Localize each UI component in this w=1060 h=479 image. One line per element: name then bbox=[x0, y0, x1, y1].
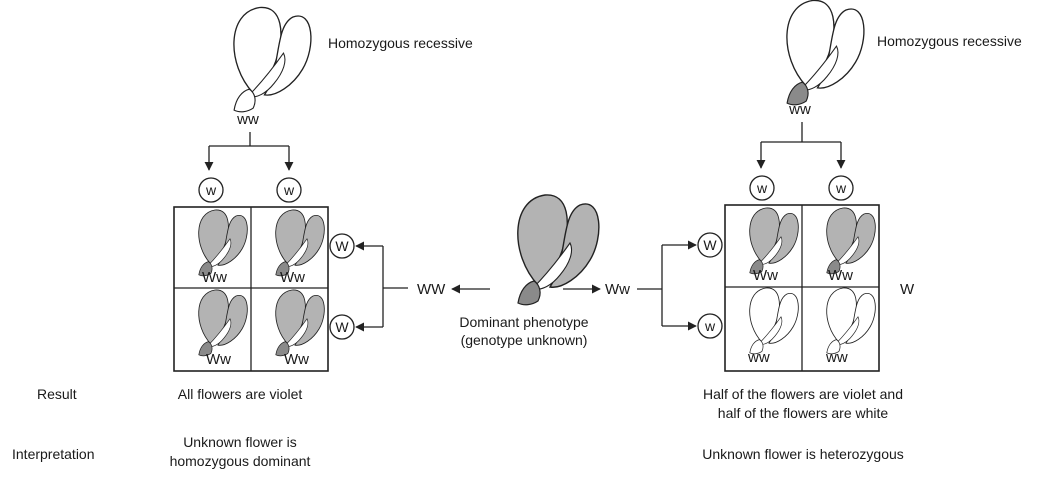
result-row: Result All flowers are violet Half of th… bbox=[37, 386, 903, 421]
phenotype-line-2: (genotype unknown) bbox=[461, 332, 588, 348]
right-cell-genotype-2: Ww bbox=[828, 267, 853, 284]
phenotype-line-1: Dominant phenotype bbox=[459, 314, 588, 330]
interpretation-row-label: Interpretation bbox=[12, 446, 95, 462]
right-cell-flower-1 bbox=[749, 207, 799, 275]
left-cell-flower-2 bbox=[275, 209, 325, 277]
left-cross: Homozygous recessive ww w w Ww bbox=[173, 6, 473, 372]
right-punnett-square: Ww Ww ww ww bbox=[724, 204, 880, 372]
right-top-gamete-1: w bbox=[749, 175, 775, 201]
center-genotype-right: Ww bbox=[605, 281, 630, 298]
center-genotype-left: WW bbox=[417, 281, 446, 298]
interpretation-row: Interpretation Unknown flower is homozyg… bbox=[12, 434, 904, 469]
right-side-arrows bbox=[637, 240, 697, 331]
left-punnett-square: Ww Ww Ww Ww bbox=[173, 206, 329, 372]
left-parent-label: Homozygous recessive bbox=[328, 35, 473, 51]
right-cell-genotype-4: ww bbox=[825, 349, 848, 366]
result-row-label: Result bbox=[37, 386, 77, 402]
right-side-gamete-1: W bbox=[697, 232, 723, 258]
right-cell-genotype-3: ww bbox=[747, 349, 770, 366]
left-interpretation-line-2: homozygous dominant bbox=[170, 453, 311, 469]
left-cell-genotype-1: Ww bbox=[202, 269, 227, 286]
left-top-gamete-2: w bbox=[276, 177, 302, 203]
left-interpretation-line-1: Unknown flower is bbox=[183, 434, 297, 450]
center-unknown: WW Ww Dominant phenotype (genotype unkno… bbox=[417, 194, 630, 348]
right-top-arrows bbox=[756, 122, 846, 169]
left-cell-genotype-2: Ww bbox=[280, 269, 305, 286]
svg-text:W: W bbox=[703, 237, 717, 253]
left-parent-genotype: ww bbox=[236, 111, 259, 128]
left-cell-flower-1 bbox=[198, 209, 248, 277]
left-cell-flower-4 bbox=[275, 289, 325, 357]
left-side-arrows bbox=[355, 241, 408, 332]
right-top-gamete-2: w bbox=[828, 175, 854, 201]
svg-text:w: w bbox=[704, 318, 716, 334]
left-side-gamete-1: W bbox=[329, 233, 355, 259]
right-cell-flower-3 bbox=[749, 287, 799, 355]
right-result-line-1: Half of the flowers are violet and bbox=[703, 386, 903, 402]
right-parent-label: Homozygous recessive bbox=[877, 33, 1022, 49]
svg-text:W: W bbox=[335, 238, 349, 254]
right-parent-flower bbox=[786, 0, 865, 106]
svg-text:w: w bbox=[756, 180, 768, 196]
left-parent-flower bbox=[233, 6, 312, 113]
svg-text:w: w bbox=[283, 182, 295, 198]
right-cross: Homozygous recessive ww w w Ww Ww w bbox=[637, 0, 1022, 372]
right-cell-flower-2 bbox=[826, 207, 876, 275]
svg-text:w: w bbox=[835, 180, 847, 196]
left-top-gamete-1: w bbox=[198, 177, 224, 203]
right-cell-genotype-1: Ww bbox=[753, 267, 778, 284]
svg-text:W: W bbox=[335, 319, 349, 335]
left-cell-genotype-3: Ww bbox=[206, 351, 231, 368]
left-result: All flowers are violet bbox=[178, 386, 303, 402]
left-side-gamete-2: W bbox=[329, 314, 355, 340]
right-side-extra-label: W bbox=[900, 281, 915, 298]
right-side-gamete-2: w bbox=[697, 313, 723, 339]
left-cell-genotype-4: Ww bbox=[284, 351, 309, 368]
left-cell-flower-3 bbox=[198, 289, 248, 357]
right-parent-genotype: ww bbox=[788, 101, 811, 118]
right-result-line-2: half of the flowers are white bbox=[718, 405, 889, 421]
svg-text:w: w bbox=[205, 182, 217, 198]
right-cell-flower-4 bbox=[826, 287, 876, 355]
unknown-flower bbox=[517, 194, 600, 306]
right-interpretation: Unknown flower is heterozygous bbox=[702, 446, 904, 462]
left-top-arrows bbox=[204, 132, 294, 171]
